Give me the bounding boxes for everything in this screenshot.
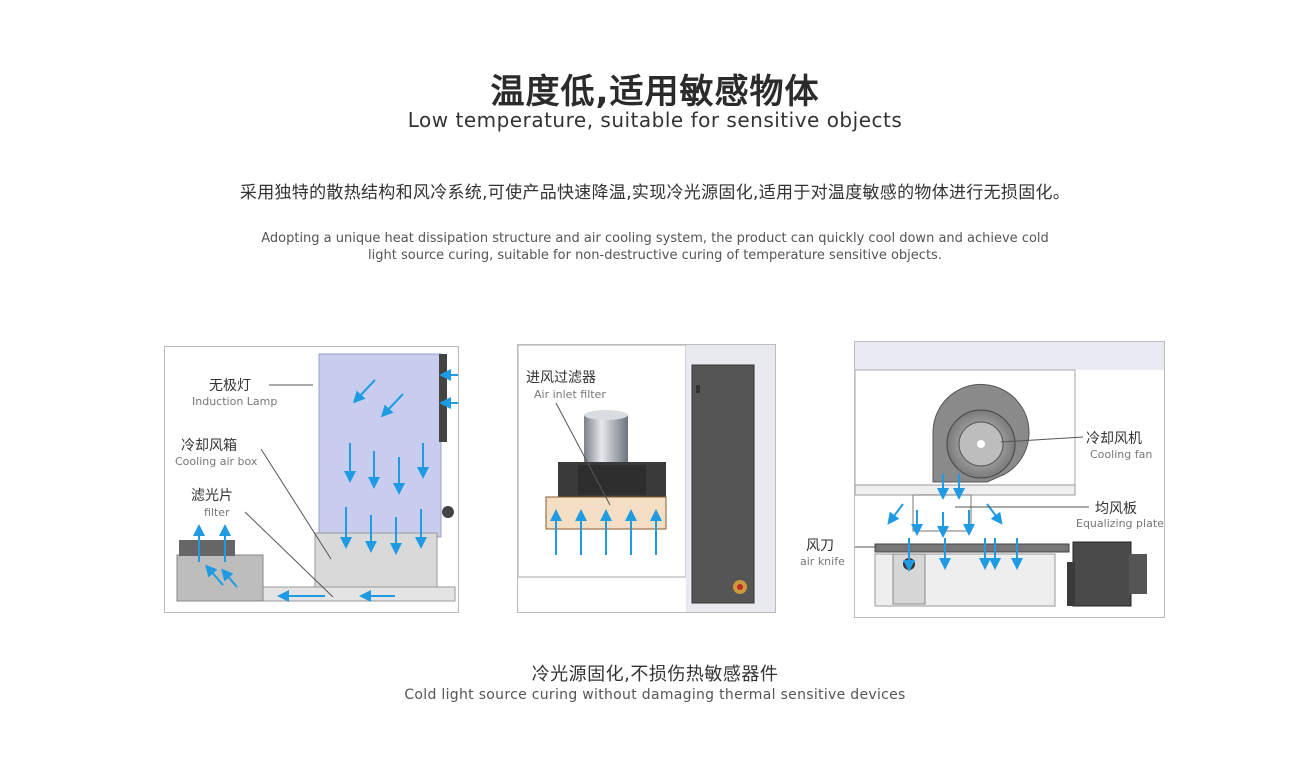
induction-lamp-illustration [176,353,458,602]
cooling-fan-label: 冷却风机 [1086,431,1142,447]
equalizing-plate-label-en: Equalizing plate [1076,517,1164,530]
air-inlet-filter-illustration [518,345,775,612]
induction-lamp-label: 无极灯 [209,378,251,394]
cooling-fan-label-en: Cooling fan [1090,448,1153,461]
caption-cn: 冷光源固化,不损伤热敏感器件 [531,664,779,685]
cooling-air-box-label-en: Cooling air box [175,455,258,468]
page-title: 温度低,适用敏感物体 [490,72,820,112]
caption-en: Cold light source curing without damagin… [404,687,906,703]
cooling-fan-illustration [855,342,1164,607]
description-en-line1: Adopting a unique heat dissipation struc… [261,231,1049,246]
description-cn: 采用独特的散热结构和风冷系统,可使产品快速降温,实现冷光源固化,适用于对温度敏感… [239,183,1071,203]
air-inlet-filter-label: 进风过滤器 [526,370,596,386]
page-subtitle: Low temperature, suitable for sensitive … [407,108,903,132]
description-en: Adopting a unique heat dissipation struc… [0,230,1310,264]
filter-label-en: filter [204,506,230,519]
air-inlet-filter-label-en: Air inlet filter [534,388,606,401]
filter-label: 滤光片 [191,488,233,504]
equalizing-plate-label: 均风板 [1095,501,1137,517]
air-knife-label: 风刀 [806,538,834,554]
cooling-air-box-label: 冷却风箱 [181,438,237,454]
induction-lamp-label-en: Induction Lamp [192,395,278,408]
induction-lamp-diagram: 无极灯 Induction Lamp 冷却风箱 Cooling air box … [164,346,459,613]
air-knife-label-en: air knife [800,555,845,568]
description-en-line2: light source curing, suitable for non-de… [368,248,942,263]
air-inlet-filter-diagram: 进风过滤器 Air inlet filter [517,344,776,613]
cooling-fan-diagram: 冷却风机 Cooling fan 均风板 Equalizing plate [854,341,1165,618]
